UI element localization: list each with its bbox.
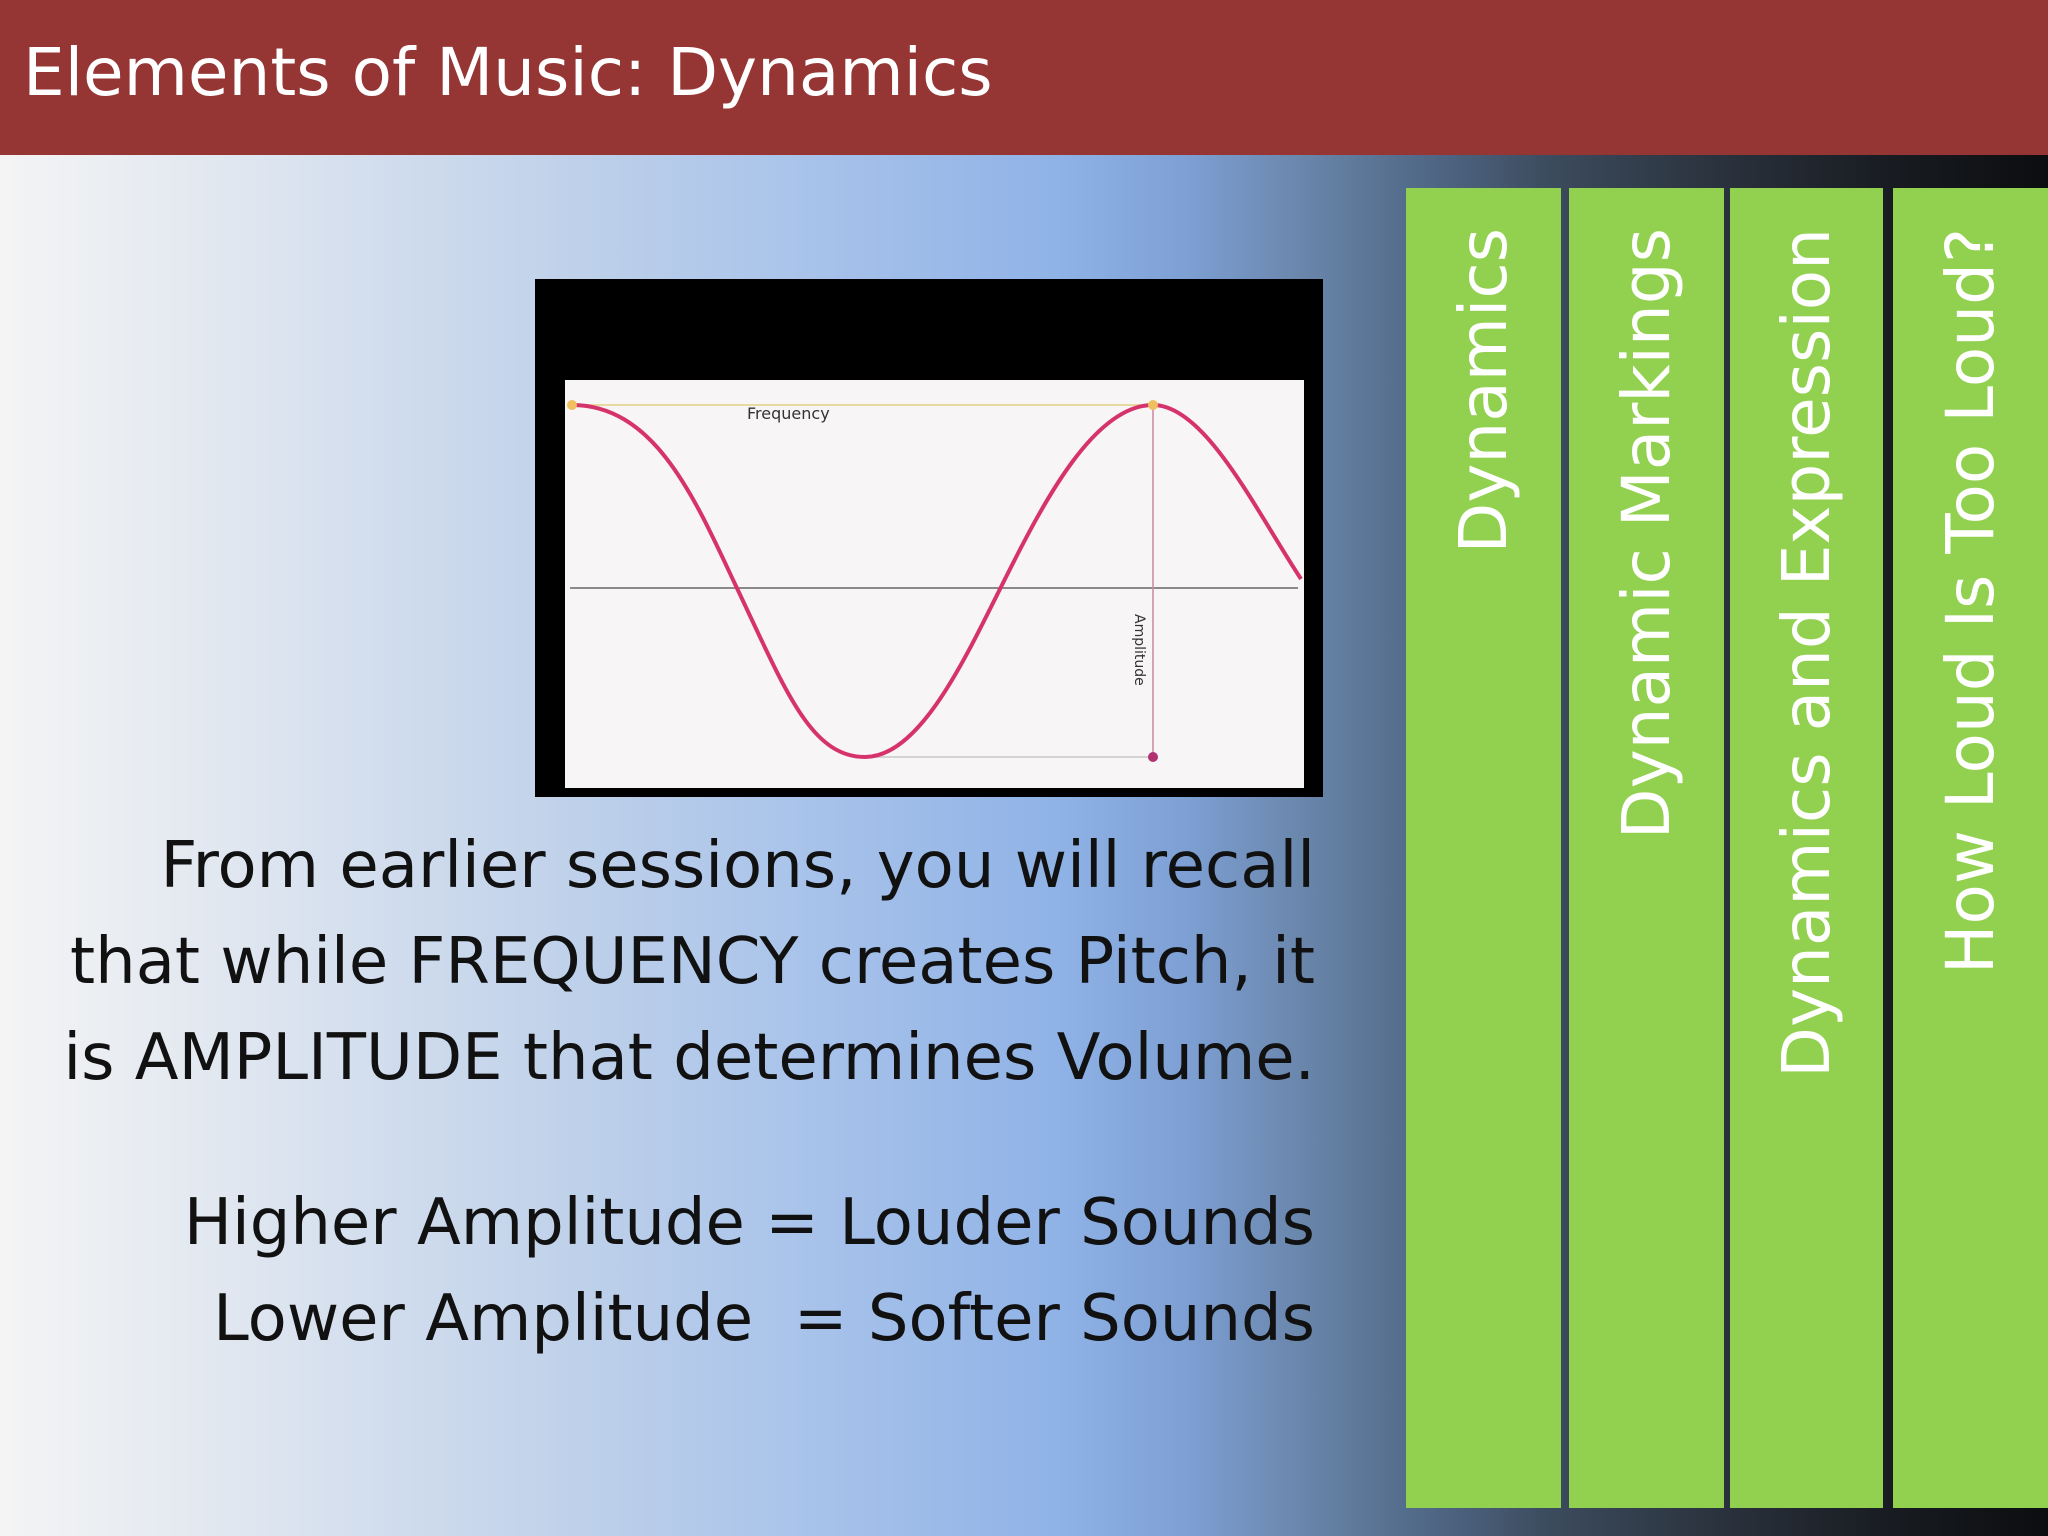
diagram-background xyxy=(565,380,1304,788)
explanation-paragraph: From earlier sessions, you will recall t… xyxy=(63,818,1315,1106)
frequency-label: Frequency xyxy=(747,404,830,423)
peak-marker xyxy=(1148,400,1158,410)
tab-dynamics[interactable]: Dynamics xyxy=(1406,188,1561,1508)
tab-dynamics-and-expression[interactable]: Dynamics and Expression xyxy=(1730,188,1883,1508)
paragraph-line: From earlier sessions, you will recall xyxy=(160,829,1315,903)
tab-how-loud-is-too-loud[interactable]: How Loud Is Too Loud? xyxy=(1893,188,2048,1508)
comparison-line: Lower Amplitude = Softer Sounds xyxy=(213,1282,1315,1356)
tab-label: Dynamics and Expression xyxy=(1767,228,1845,1078)
amplitude-label: Amplitude xyxy=(1131,614,1147,686)
paragraph-line: is AMPLITUDE that determines Volume. xyxy=(63,1021,1315,1095)
waveform-image: Frequency Amplitude xyxy=(535,279,1323,797)
title-bar: Elements of Music: Dynamics xyxy=(0,0,2048,155)
tab-label: Dynamics xyxy=(1444,228,1522,554)
amplitude-comparison: Higher Amplitude = Louder Sounds Lower A… xyxy=(184,1175,1315,1367)
start-marker xyxy=(567,400,577,410)
sine-wave-line xyxy=(571,402,1303,760)
tab-dynamic-markings[interactable]: Dynamic Markings xyxy=(1569,188,1724,1508)
tab-label: How Loud Is Too Loud? xyxy=(1931,228,2009,975)
tab-label: Dynamic Markings xyxy=(1607,228,1685,840)
slide-title: Elements of Music: Dynamics xyxy=(23,34,993,111)
comparison-line: Higher Amplitude = Louder Sounds xyxy=(183,1186,1315,1260)
sine-wave-diagram: Frequency Amplitude xyxy=(565,380,1304,788)
trough-marker xyxy=(1148,752,1158,762)
paragraph-line: that while FREQUENCY creates Pitch, it xyxy=(70,925,1315,999)
